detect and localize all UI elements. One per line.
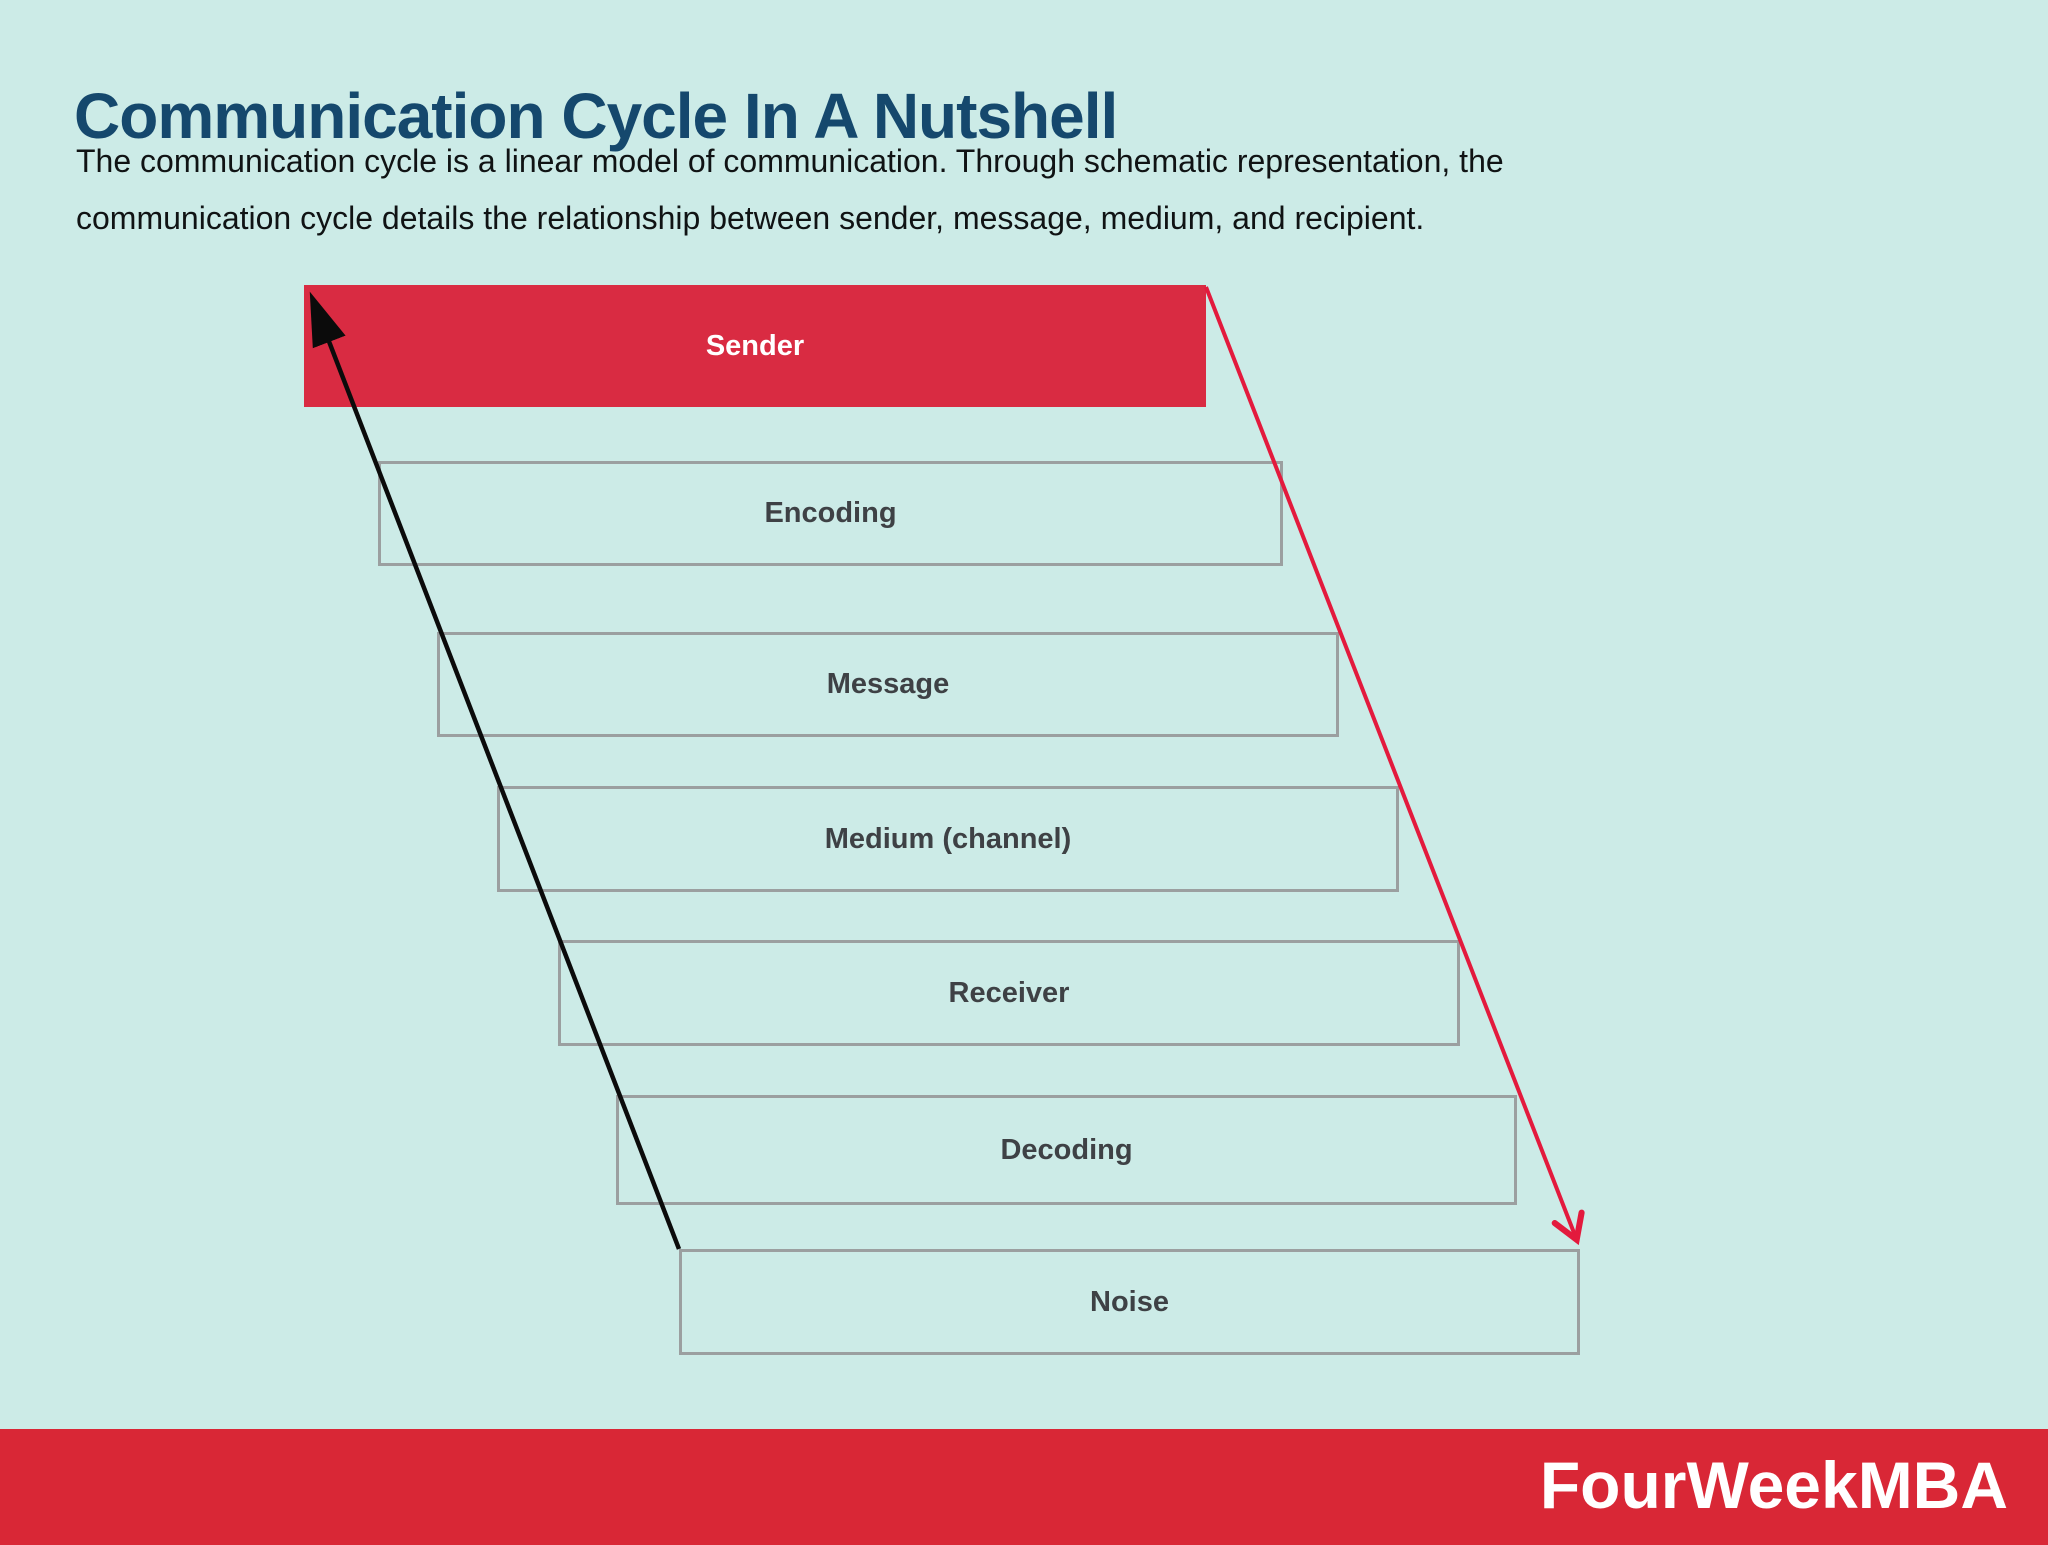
- step-noise: Noise: [679, 1249, 1580, 1355]
- step-sender: Sender: [304, 285, 1206, 407]
- subtitle-line-2: communication cycle details the relation…: [76, 200, 1425, 236]
- brand-logo: FourWeekMBA: [1539, 1448, 2008, 1522]
- step-label: Noise: [1090, 1285, 1169, 1318]
- subtitle-line-1: The communication cycle is a linear mode…: [76, 143, 1504, 179]
- step-label: Sender: [705, 329, 805, 362]
- step-message: Message: [437, 632, 1339, 737]
- step-medium-channel: Medium (channel): [497, 786, 1399, 892]
- step-encoding: Encoding: [378, 461, 1283, 566]
- step-label: Message: [826, 668, 950, 700]
- footer-bar: FourWeekMBA: [0, 1429, 2048, 1545]
- step-label: Receiver: [948, 976, 1070, 1009]
- step-label: Medium (channel): [824, 822, 1072, 855]
- step-decoding: Decoding: [616, 1095, 1517, 1205]
- step-receiver: Receiver: [558, 940, 1460, 1046]
- step-label: Decoding: [1000, 1133, 1133, 1166]
- step-label: Encoding: [764, 497, 897, 529]
- page-title: Communication Cycle In A Nutshell: [74, 79, 1118, 152]
